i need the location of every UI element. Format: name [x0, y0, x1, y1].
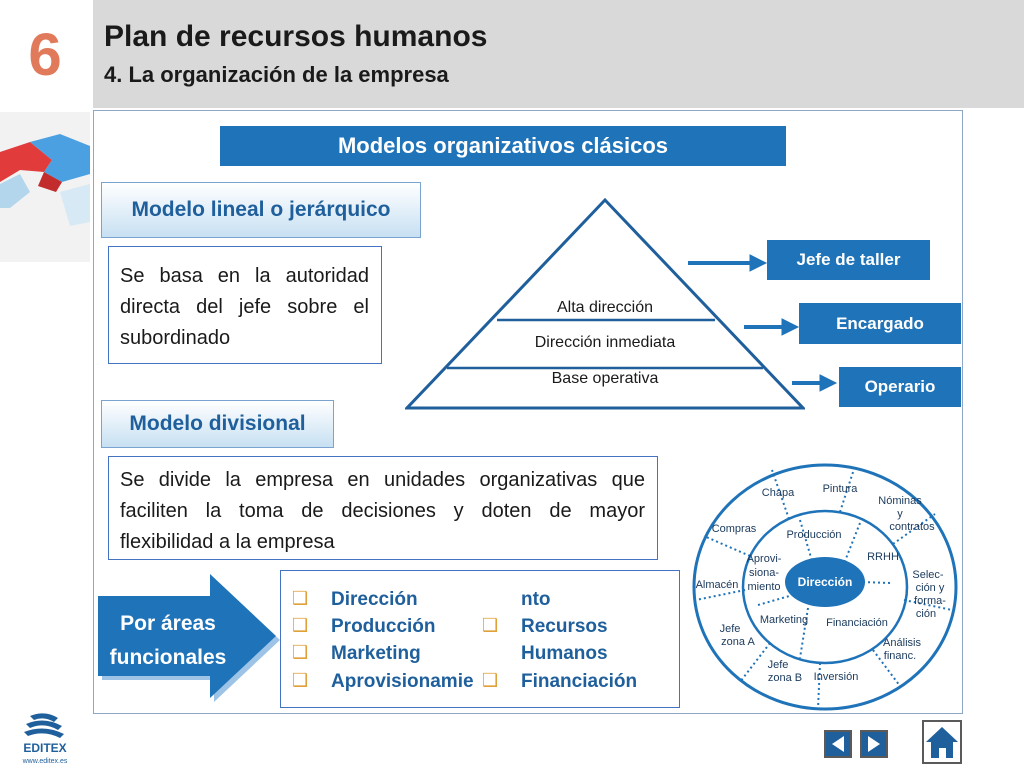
- arrow-right-icon: [868, 736, 880, 752]
- content-frame: [93, 110, 963, 714]
- circle-outer-nominas-2: y: [897, 508, 903, 520]
- logo-url: www.editex.es: [22, 758, 68, 765]
- circle-outer-pintura: Pintura: [823, 483, 859, 495]
- page-subtitle: 4. La organización de la empresa: [104, 62, 449, 87]
- func-item-humanos: Humanos: [521, 643, 608, 664]
- circle-outer-analisis-1: Análisis: [883, 637, 921, 649]
- circle-outer-chapa: Chapa: [762, 487, 795, 499]
- model-lineal-description: Se basa en la autoridad directa del jefe…: [108, 246, 382, 364]
- model-lineal-title: Modelo lineal o jerárquico: [101, 182, 421, 238]
- circle-outer-seleccion-3: forma-: [914, 595, 946, 607]
- page-title: Plan de recursos humanos: [104, 20, 488, 53]
- arrow-left-icon: [832, 736, 844, 752]
- pyramid-level-top: Alta dirección: [556, 299, 654, 316]
- checkbox-icon: ❑: [292, 615, 309, 635]
- circle-inner-marketing: Marketing: [760, 614, 808, 626]
- header-bar: [93, 0, 1024, 108]
- circle-outer-seleccion-1: Selec-: [912, 569, 944, 581]
- circle-inner-aprov-1: Aprovi-: [747, 553, 782, 565]
- role-jefe-de-taller: Jefe de taller: [767, 240, 930, 280]
- circle-inner-produccion: Producción: [786, 529, 841, 541]
- circle-outer-seleccion-4: ción: [916, 608, 936, 620]
- checkbox-icon: ❑: [292, 670, 309, 690]
- main-heading: Modelos organizativos clásicos: [220, 126, 786, 166]
- pyramid-outline: [405, 198, 805, 410]
- arrow-jefe-head: [749, 254, 768, 272]
- chapter-number: 6: [28, 20, 62, 88]
- hierarchy-pyramid: [405, 198, 805, 410]
- pyramid-level-base: Base operativa: [551, 370, 659, 387]
- func-item-financiacion: Financiación: [521, 671, 638, 692]
- inner-ring: [741, 509, 909, 665]
- logo-text: EDITEX: [23, 741, 66, 755]
- func-item-recursos: Recursos: [521, 616, 608, 637]
- functional-areas-box: [280, 570, 680, 708]
- func-item-produccion: Producción: [331, 616, 436, 637]
- circle-outer-jefe-a-1: Jefe: [720, 623, 741, 635]
- circle-outer-jefe-b-2: zona B: [768, 672, 802, 684]
- circle-outer-almacen: Almacén: [696, 579, 739, 591]
- checkbox-icon: ❑: [482, 670, 499, 690]
- checkbox-icon: ❑: [292, 588, 309, 608]
- circle-outer-nominas-1: Nóminas: [878, 495, 922, 507]
- func-item-marketing: Marketing: [331, 643, 421, 664]
- arrow-operario-head: [819, 374, 838, 392]
- circle-outer-jefe-a-2: zona A: [721, 636, 755, 648]
- role-operario: Operario: [839, 367, 961, 407]
- functional-label-line2: funcionales: [109, 646, 227, 669]
- circle-inner-aprov-3: miento: [747, 581, 780, 593]
- circle-inner-aprov-2: siona-: [749, 567, 779, 579]
- func-item-continuation: nto: [521, 589, 551, 610]
- home-button[interactable]: [922, 720, 962, 764]
- role-encargado: Encargado: [799, 303, 961, 344]
- func-item-direccion: Dirección: [331, 589, 418, 610]
- checkbox-icon: ❑: [292, 642, 309, 662]
- circle-outer-nominas-3: contratos: [889, 521, 935, 533]
- next-slide-button[interactable]: [860, 730, 888, 758]
- functional-label-line1: Por áreas: [120, 612, 216, 635]
- circle-outer-compras: Compras: [712, 523, 757, 535]
- circle-center-label: Dirección: [798, 575, 853, 589]
- circle-inner-rrhh: RRHH: [867, 551, 899, 563]
- home-icon: [926, 727, 958, 758]
- circle-outer-analisis-2: financ.: [884, 650, 916, 662]
- pyramid-level-middle: Dirección inmediata: [534, 334, 676, 351]
- circle-inner-financiacion: Financiación: [826, 617, 888, 629]
- model-divisional-title: Modelo divisional: [101, 400, 334, 448]
- arrow-encargado-head: [781, 318, 800, 336]
- functional-areas-arrow: [98, 574, 280, 702]
- ring-dividers: [695, 465, 953, 710]
- center-ellipse: [785, 557, 865, 607]
- func-item-aprovisionamiento: Aprovisionamie: [331, 671, 474, 692]
- model-divisional-description: Se divide la empresa en unidades organiz…: [108, 456, 658, 560]
- checkbox-icon: ❑: [482, 615, 499, 635]
- role-arrows: [688, 254, 838, 392]
- divisional-circle-diagram: Dirección Producción RRHH Financiación M…: [692, 463, 958, 711]
- circle-outer-jefe-b-1: Jefe: [768, 659, 789, 671]
- handshake-image: [0, 112, 90, 262]
- circle-outer-inversion: Inversión: [814, 671, 859, 683]
- previous-slide-button[interactable]: [824, 730, 852, 758]
- editex-logo: EDITEX www.editex.es: [22, 713, 68, 765]
- circle-outer-seleccion-2: ción y: [916, 582, 945, 594]
